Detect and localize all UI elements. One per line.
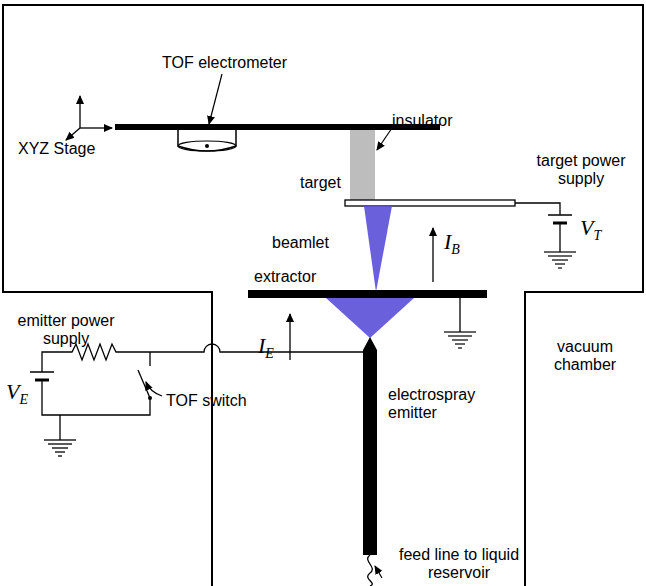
region-label: vacuum chamber (540, 338, 630, 373)
vacuum-chamber-wall (3, 5, 643, 586)
callout-label: feed line to liquid reservoir (384, 546, 534, 581)
current-symbol: IE (258, 334, 274, 362)
callout-label: extractor (254, 268, 316, 286)
callout-label: electrospray emitter (388, 386, 503, 421)
current-symbol: IB (444, 230, 460, 258)
callout-label: TOF switch (166, 392, 247, 410)
callout-label: emitter power supply (4, 312, 128, 347)
callout-label: target (300, 174, 341, 192)
feed-line (368, 555, 373, 586)
voltage-symbol: VE (6, 380, 28, 408)
electrometer-cup (178, 130, 236, 151)
extractor-plate (248, 290, 487, 298)
axis-label: XYZ Stage (18, 140, 95, 158)
ground-symbol (544, 252, 576, 268)
emitter-needle (363, 337, 377, 555)
beamlet (364, 206, 392, 292)
callout-label: target power supply (522, 152, 640, 187)
emitter-circuit (30, 344, 363, 456)
callout-label: beamlet (272, 234, 329, 252)
callout-label: insulator (392, 112, 452, 130)
insulator-block (350, 130, 375, 200)
voltage-symbol: VT (580, 216, 601, 244)
spray-cone (326, 298, 414, 338)
target-plate (345, 200, 515, 206)
callout-label: TOF electrometer (162, 54, 287, 72)
ground-symbol (444, 332, 476, 348)
